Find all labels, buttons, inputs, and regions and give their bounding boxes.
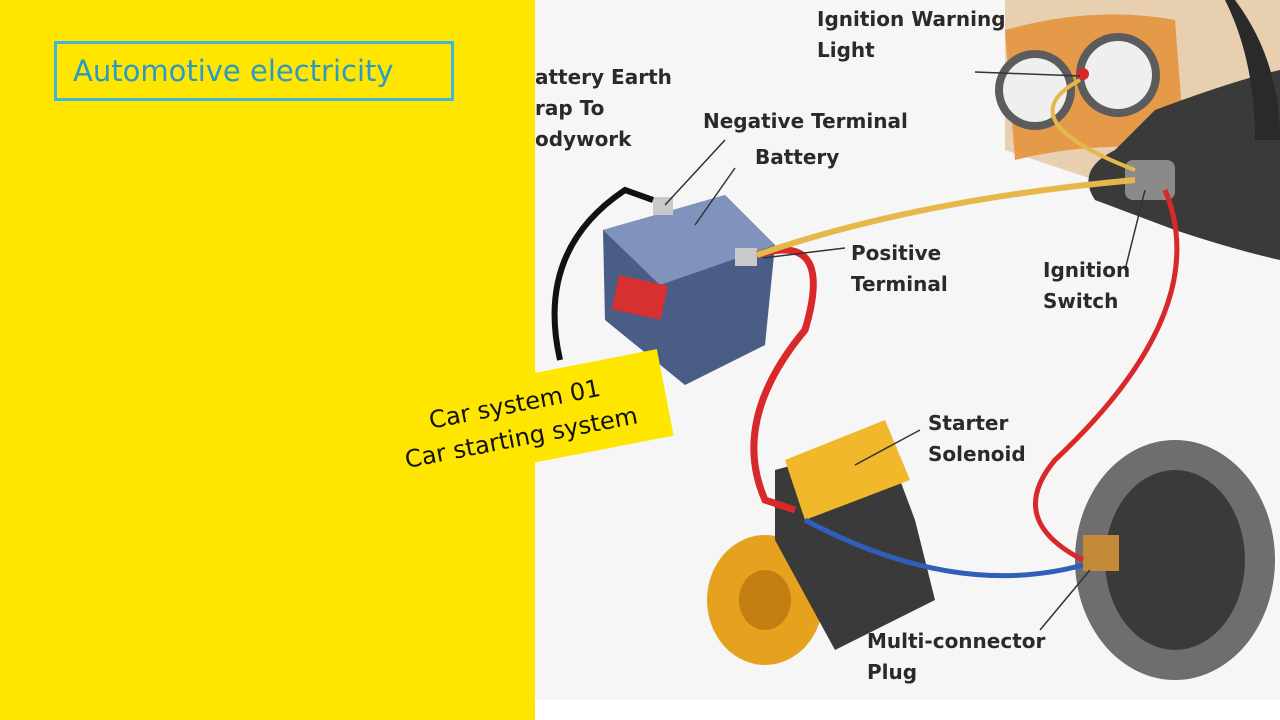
title-box: Automotive electricity (54, 41, 454, 101)
label-multi-connector-plug: Multi-connector Plug (867, 629, 1046, 684)
label-positive-terminal: Positive Terminal (851, 241, 948, 296)
starter-solenoid-icon (785, 420, 910, 520)
leader-plug (1039, 569, 1091, 631)
starter-motor-hub (739, 570, 791, 630)
gauge-right-face (1084, 41, 1152, 109)
alternator-body (1105, 470, 1245, 650)
battery-top (603, 195, 775, 285)
leader-solenoid (854, 429, 921, 466)
alternator-feed-wire (1032, 189, 1180, 563)
multi-connector-plug-icon (1083, 535, 1119, 571)
label-battery: Battery (755, 145, 840, 169)
leader-battery (694, 167, 736, 226)
leader-positive (762, 247, 846, 259)
label-ignition-switch: Ignition Switch (1043, 258, 1131, 313)
warning-light-wire (1050, 78, 1136, 172)
leader-warning (974, 71, 1081, 77)
positive-cable (750, 246, 817, 514)
warning-light-icon (1077, 68, 1089, 80)
label-negative-terminal: Negative Terminal (703, 109, 908, 133)
steering-column (1088, 70, 1280, 260)
solenoid-signal-wire (803, 517, 1084, 579)
battery-label-icon (611, 275, 668, 320)
label-starter-solenoid: Starter Solenoid (928, 411, 1026, 466)
earth-strap-wire (551, 186, 655, 361)
positive-terminal-icon (735, 248, 757, 266)
steering-wheel (1225, 0, 1280, 140)
page-title: Automotive electricity (73, 54, 394, 88)
bottom-strip (535, 700, 1280, 720)
label-ignition-warning-light: Ignition Warning Light (817, 7, 1006, 62)
ignition-switch-icon (1125, 160, 1175, 200)
leader-negative (664, 139, 726, 206)
left-yellow-panel (0, 0, 535, 720)
leader-ignition (1124, 189, 1146, 271)
diagram-illustration (551, 0, 1280, 680)
ignition-diagram: attery Earth rap To odywork Negative Ter… (535, 0, 1280, 720)
label-battery-earth: attery Earth rap To odywork (535, 65, 672, 151)
ignition-feed-wire (756, 177, 1136, 258)
gauge-left-face (1003, 58, 1067, 122)
